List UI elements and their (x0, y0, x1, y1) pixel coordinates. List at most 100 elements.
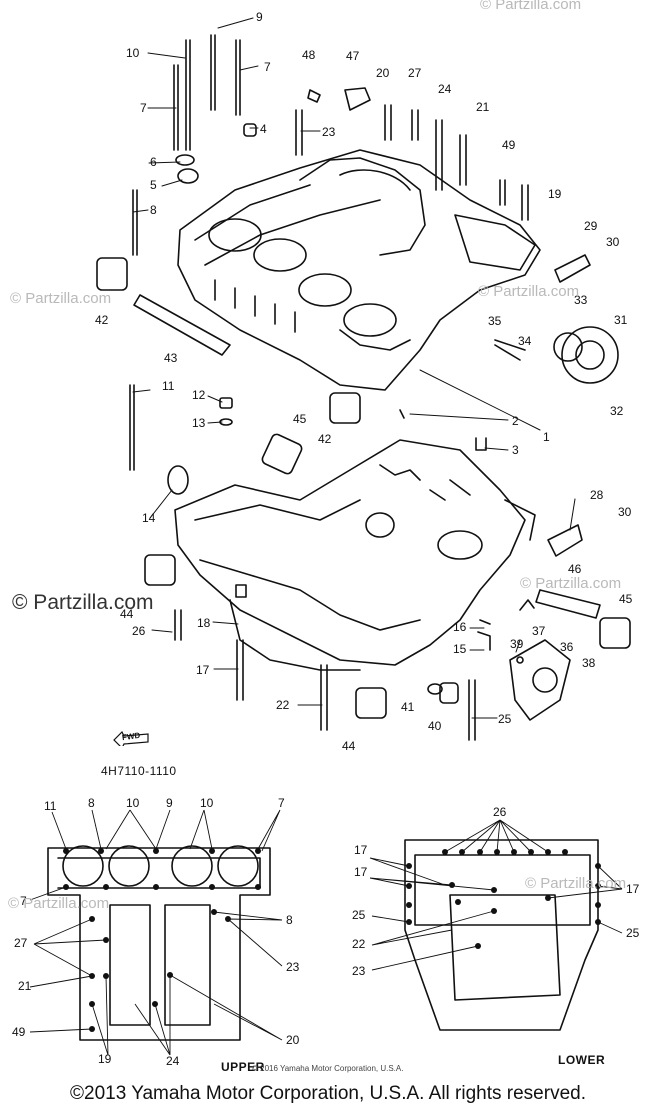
callout: 20 (286, 1033, 300, 1047)
callout: 22 (352, 937, 366, 951)
upper-crankcase (177, 149, 541, 391)
callout: 8 (286, 913, 293, 927)
view-leader-lines (29, 809, 623, 1056)
callout: 4 (260, 122, 267, 136)
watermark: © Partzilla.com (478, 283, 580, 300)
callout: 9 (256, 10, 263, 24)
callout: 41 (401, 700, 415, 714)
callout: 17 (626, 882, 640, 896)
upper-view (47, 845, 271, 1041)
callout: 45 (619, 592, 633, 606)
callout: 7 (140, 101, 147, 115)
callout: 17 (196, 663, 210, 677)
callout: 42 (95, 313, 109, 327)
callout: 30 (618, 505, 632, 519)
callout: 19 (98, 1052, 112, 1066)
loose-parts (96, 87, 631, 721)
callout: 10 (200, 796, 214, 810)
callout: 34 (518, 334, 532, 348)
callout: 28 (590, 488, 604, 502)
callout: 24 (166, 1054, 180, 1068)
callout: 26 (493, 805, 507, 819)
callout: 47 (346, 49, 360, 63)
callout: 22 (276, 698, 290, 712)
callout: 16 (453, 620, 467, 634)
callout: 13 (192, 416, 206, 430)
lower-view (404, 839, 599, 1031)
callout: 7 (20, 894, 27, 908)
callout: 18 (197, 616, 211, 630)
callout: 36 (560, 640, 574, 654)
callout: 37 (532, 624, 546, 638)
callout: 8 (88, 796, 95, 810)
watermark: © Partzilla.com (525, 875, 627, 892)
callout: 17 (354, 865, 368, 879)
callout: 46 (568, 562, 582, 576)
callout: 44 (120, 607, 134, 621)
callout: 25 (352, 908, 366, 922)
callout: 10 (126, 796, 140, 810)
callout: 38 (582, 656, 596, 670)
callout: 7 (264, 60, 271, 74)
callout: 19 (548, 187, 562, 201)
callout: 3 (512, 443, 519, 457)
callout: 25 (626, 926, 640, 940)
callout: 29 (584, 219, 598, 233)
callout: 21 (18, 979, 32, 993)
callout: 10 (126, 46, 140, 60)
watermark: © Partzilla.com (8, 895, 110, 912)
callout: 43 (164, 351, 178, 365)
callout: 35 (488, 314, 502, 328)
callout: 2 (512, 414, 519, 428)
callout: 14 (142, 511, 156, 525)
callout: 49 (502, 138, 516, 152)
callout: 21 (476, 100, 490, 114)
lower-bolt-dots (406, 849, 601, 949)
callout: 5 (150, 178, 157, 192)
forward-arrow-icon (113, 730, 149, 746)
callout: 49 (12, 1025, 26, 1039)
callout: 24 (438, 82, 452, 96)
studs-and-bolts (129, 34, 529, 741)
callout: 23 (322, 125, 336, 139)
watermark: © Partzilla.com (520, 575, 622, 592)
upper-view-label: UPPER (221, 1060, 265, 1074)
callout: 12 (192, 388, 206, 402)
callout: 17 (354, 843, 368, 857)
callout: 33 (574, 293, 588, 307)
callout: 11 (44, 799, 57, 813)
watermark: © Partzilla.com (480, 0, 582, 13)
callout: 11 (162, 379, 175, 393)
callout: 27 (14, 936, 28, 950)
footer-copyright: ©2013 Yamaha Motor Corporation, U.S.A. A… (70, 1083, 586, 1104)
callout: 7 (278, 796, 285, 810)
callout: 9 (166, 796, 173, 810)
callout: 27 (408, 66, 422, 80)
callout: 32 (610, 404, 624, 418)
small-copyright: © 2016 Yamaha Motor Corporation, U.S.A. (252, 1064, 404, 1073)
callout: 6 (150, 155, 157, 169)
diagram-code: 4H7110-1110 (101, 764, 177, 778)
callout: 25 (498, 712, 512, 726)
callout-labels: 10 9 7 7 6 5 8 4 23 48 47 20 27 24 21 49… (12, 10, 640, 1068)
callout: 20 (376, 66, 390, 80)
watermark: © Partzilla.com (10, 290, 112, 307)
callout: 42 (318, 432, 332, 446)
callout: 1 (543, 430, 550, 444)
upper-bolt-dots (63, 848, 261, 1032)
callout: 8 (150, 203, 157, 217)
callout: 44 (342, 739, 356, 753)
callout: 45 (293, 412, 307, 426)
callout: 15 (453, 642, 467, 656)
callout: 30 (606, 235, 620, 249)
callout: 39 (510, 637, 524, 651)
lower-view-label: LOWER (558, 1053, 606, 1067)
callout: 26 (132, 624, 146, 638)
callout: 48 (302, 48, 316, 62)
callout: 31 (614, 313, 628, 327)
callout: 40 (428, 719, 442, 733)
watermark-strong: © Partzilla.com (12, 591, 154, 614)
callout: 23 (286, 960, 300, 974)
